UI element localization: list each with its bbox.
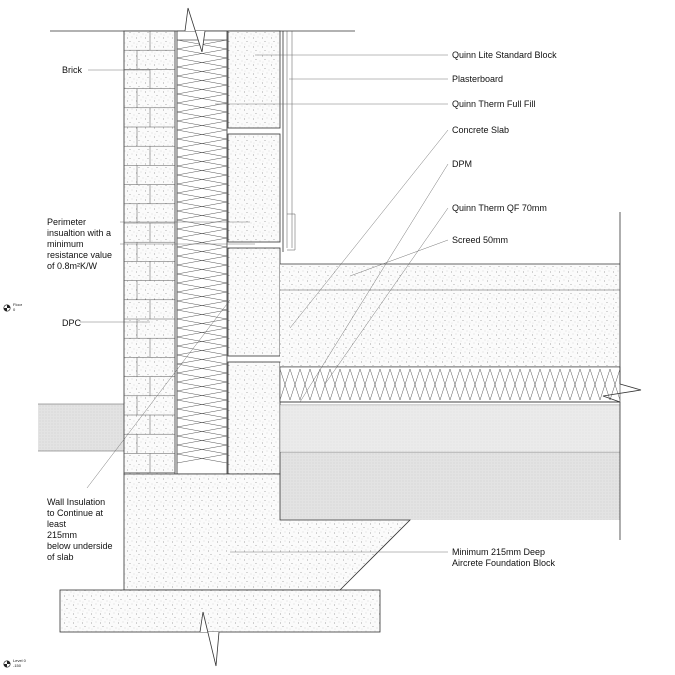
hardcore-fill xyxy=(280,452,620,520)
brick-leaf-outline xyxy=(123,30,176,475)
level-0-marker: Level 0 -150 xyxy=(3,658,27,668)
label-dpm: DPM xyxy=(452,159,472,169)
label-concrete-slab: Concrete Slab xyxy=(452,125,509,135)
aircrete-block xyxy=(227,30,281,129)
label-foundation-block: Minimum 215mm Deep Aircrete Foundation B… xyxy=(452,547,556,568)
blinding-layer xyxy=(280,405,620,452)
label-qf70: Quinn Therm QF 70mm xyxy=(452,203,547,213)
right-break-symbol xyxy=(602,383,642,403)
brick-outer-leaf xyxy=(123,30,176,475)
level-marker-value: -150 xyxy=(13,663,22,668)
qf70-outline xyxy=(279,366,621,403)
qf70-zigzag xyxy=(279,368,621,401)
top-break-symbol xyxy=(184,7,206,53)
screed-layer xyxy=(280,264,620,290)
label-wall-insulation: Wall Insulation to Continue at least 215… xyxy=(47,497,115,562)
skirting xyxy=(287,213,296,251)
label-plasterboard: Plasterboard xyxy=(452,74,503,84)
leader-lines xyxy=(80,54,449,553)
label-full-fill: Quinn Therm Full Fill xyxy=(452,99,535,109)
qf70-zigzag-2 xyxy=(279,368,621,401)
label-block: Quinn Lite Standard Block xyxy=(452,50,557,60)
label-perimeter-insulation: Perimeter insualtion with a minimum resi… xyxy=(47,217,115,271)
inner-block-leaf xyxy=(227,30,281,475)
label-screed: Screed 50mm xyxy=(452,235,508,245)
strip-foundation xyxy=(59,589,381,633)
cavity-zigzag-2 xyxy=(176,39,228,464)
aircrete-block xyxy=(227,247,281,357)
bottom-break-symbol xyxy=(199,611,220,667)
floor-marker-name: Floor xyxy=(13,302,23,307)
external-ground xyxy=(38,404,124,451)
concrete-slab xyxy=(280,290,620,367)
cavity-zigzag xyxy=(176,39,228,464)
floor-marker-value: 0 xyxy=(13,307,16,312)
floor-level-marker: Floor 0 xyxy=(3,302,23,312)
label-dpc: DPC xyxy=(62,318,82,328)
cavity-insulation xyxy=(176,30,228,475)
aircrete-block xyxy=(227,361,281,475)
label-brick: Brick xyxy=(62,65,82,75)
cavity-outline xyxy=(176,30,228,475)
floor-insulation xyxy=(279,366,621,403)
aircrete-block xyxy=(227,133,281,243)
level-marker-name: Level 0 xyxy=(13,658,27,663)
